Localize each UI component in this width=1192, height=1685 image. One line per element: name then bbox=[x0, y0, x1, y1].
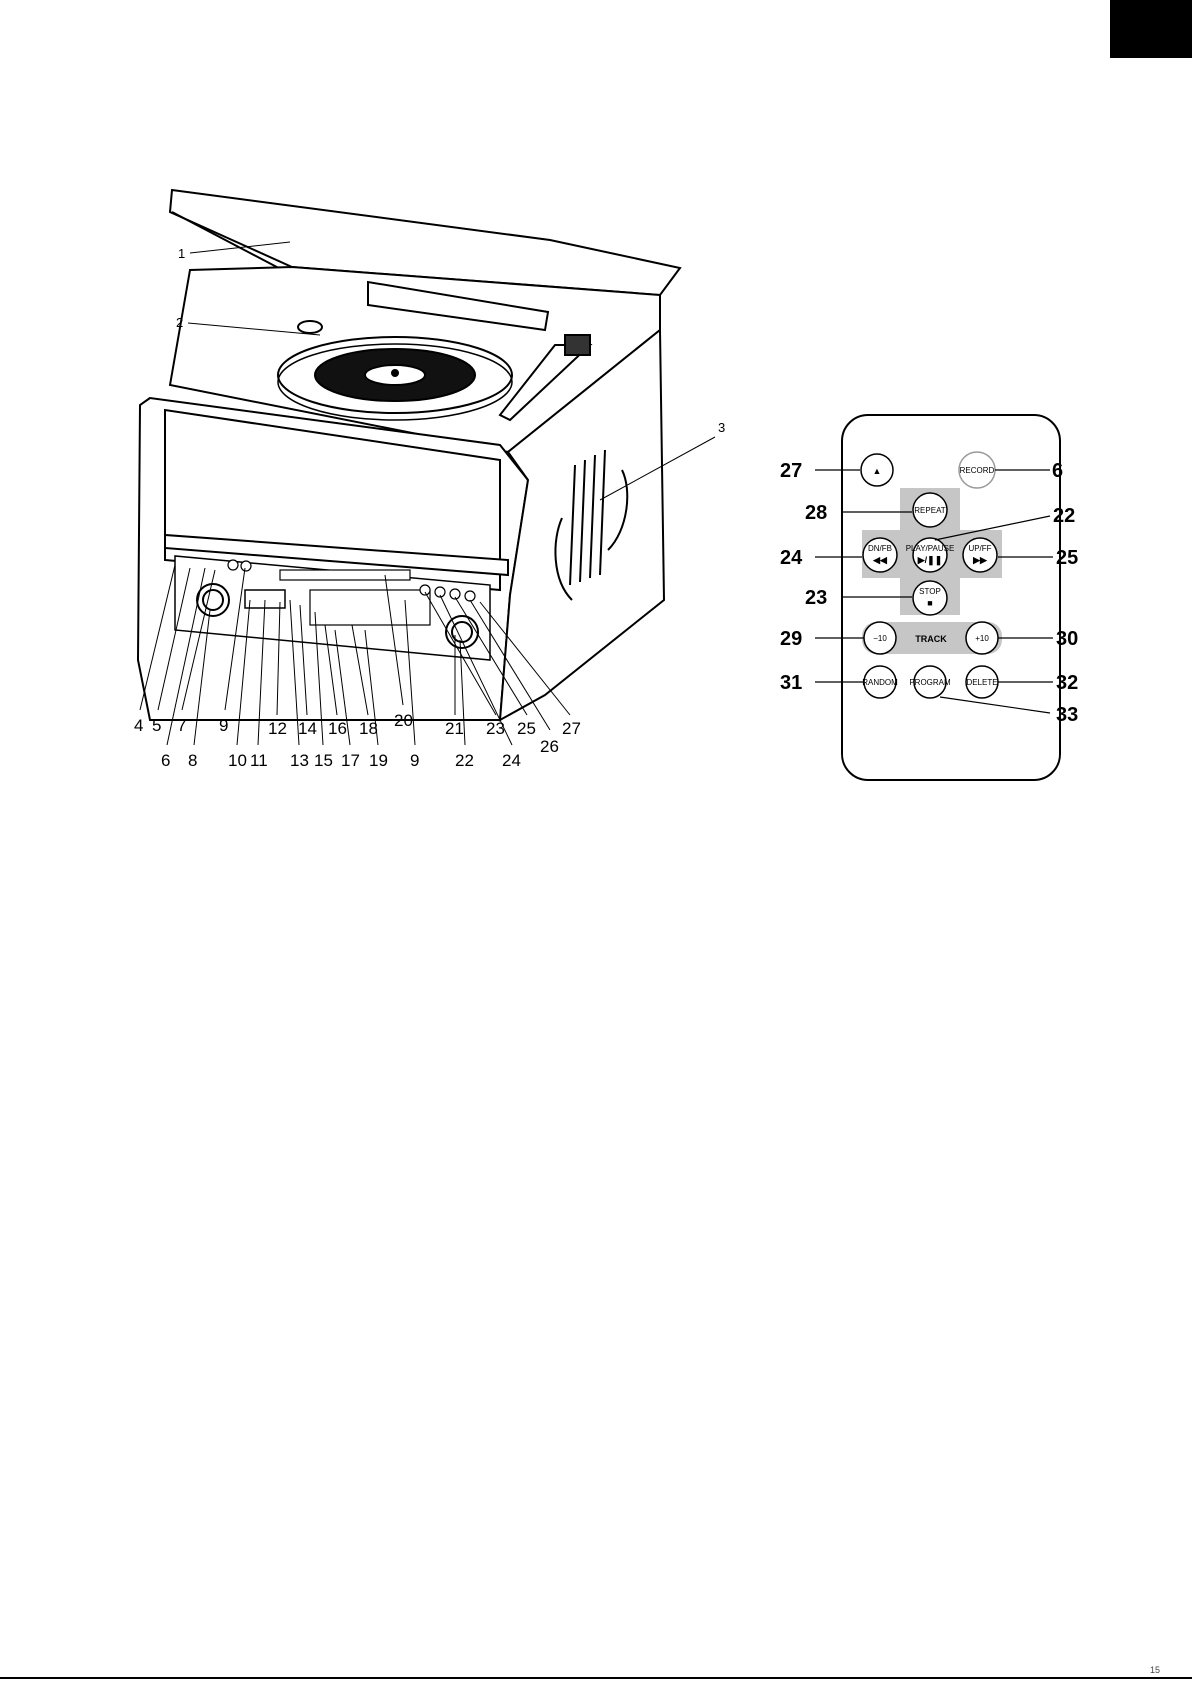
remote-callout-29: 29 bbox=[780, 628, 802, 650]
plus10-button[interactable]: +10 bbox=[966, 622, 998, 654]
callout-19: 19 bbox=[369, 751, 388, 770]
callout-2: 2 bbox=[176, 315, 183, 330]
callout-11: 11 bbox=[250, 751, 268, 770]
remote-callout-33: 33 bbox=[1056, 704, 1078, 726]
up-ff-button[interactable]: UP/FF ▶▶ bbox=[963, 538, 997, 572]
callout-16: 16 bbox=[328, 719, 347, 738]
dn-fb-button[interactable]: DN/FB ◀◀ bbox=[863, 538, 897, 572]
callout-18: 18 bbox=[359, 719, 378, 738]
callout-3: 3 bbox=[718, 420, 725, 435]
stop-icon: ■ bbox=[927, 598, 932, 608]
panel-button-b bbox=[241, 561, 251, 571]
remote-callout-27: 27 bbox=[780, 460, 802, 482]
callout-9-left: 9 bbox=[219, 716, 228, 735]
remote-callout-25: 25 bbox=[1056, 547, 1078, 569]
callout-1: 1 bbox=[178, 246, 185, 261]
record-button[interactable]: RECORD bbox=[959, 452, 995, 488]
svg-text:DELETE: DELETE bbox=[966, 678, 997, 687]
callout-23: 23 bbox=[486, 719, 505, 738]
svg-text:−10: −10 bbox=[873, 634, 887, 643]
tonearm-head bbox=[565, 335, 590, 355]
callout-12: 12 bbox=[268, 719, 287, 738]
callout-14: 14 bbox=[298, 719, 317, 738]
track-label: TRACK bbox=[915, 634, 947, 644]
stop-button[interactable]: STOP ■ bbox=[913, 581, 947, 615]
spindle bbox=[392, 370, 398, 376]
svg-text:DN/FB: DN/FB bbox=[868, 544, 892, 553]
callout-25: 25 bbox=[517, 719, 536, 738]
callout-26: 26 bbox=[540, 737, 559, 756]
panel-button-a bbox=[228, 560, 238, 570]
callout-10: 10 bbox=[228, 751, 247, 770]
repeat-button[interactable]: REPEAT bbox=[913, 493, 947, 527]
eject-button[interactable]: ▲ bbox=[861, 454, 893, 486]
svg-text:UP/FF: UP/FF bbox=[968, 544, 991, 553]
footer-rule bbox=[0, 1677, 1192, 1679]
platter-knob bbox=[298, 321, 322, 333]
svg-text:PROGRAM: PROGRAM bbox=[909, 678, 951, 687]
callout-22: 22 bbox=[455, 751, 474, 770]
play-pause-icon: ▶/❚❚ bbox=[917, 555, 943, 566]
callout-9-right: 9 bbox=[410, 751, 419, 770]
svg-text:STOP: STOP bbox=[919, 587, 941, 596]
callout-4: 4 bbox=[134, 716, 143, 735]
callout-8: 8 bbox=[188, 751, 197, 770]
remote-callout-28: 28 bbox=[805, 502, 827, 524]
tuner-dial bbox=[310, 590, 430, 625]
callout-15: 15 bbox=[314, 751, 333, 770]
panel-button-f bbox=[465, 591, 475, 601]
svg-text:RECORD: RECORD bbox=[960, 466, 995, 475]
svg-text:REPEAT: REPEAT bbox=[914, 506, 946, 515]
callout-20: 20 bbox=[394, 711, 413, 730]
remote-callout-30: 30 bbox=[1056, 628, 1078, 650]
svg-text:+10: +10 bbox=[975, 634, 989, 643]
callout-27: 27 bbox=[562, 719, 581, 738]
callout-17: 17 bbox=[341, 751, 360, 770]
fast-forward-icon: ▶▶ bbox=[972, 555, 988, 565]
callout-13: 13 bbox=[290, 751, 309, 770]
rewind-icon: ◀◀ bbox=[872, 555, 888, 565]
remote-callout-24: 24 bbox=[780, 547, 803, 569]
minus10-button[interactable]: −10 bbox=[864, 622, 896, 654]
panel-button-c bbox=[420, 585, 430, 595]
remote-callout-22: 22 bbox=[1053, 505, 1075, 527]
remote-callout-31: 31 bbox=[780, 672, 802, 694]
callout-6: 6 bbox=[161, 751, 170, 770]
cd-slot bbox=[280, 570, 410, 580]
remote-callout-32: 32 bbox=[1056, 672, 1078, 694]
callout-21: 21 bbox=[445, 719, 464, 738]
delete-button[interactable]: DELETE bbox=[966, 666, 998, 698]
remote-callout-6: 6 bbox=[1052, 460, 1063, 482]
remote-callout-23: 23 bbox=[805, 587, 827, 609]
callout-24: 24 bbox=[502, 751, 521, 770]
eject-icon: ▲ bbox=[873, 466, 882, 476]
svg-text:PLAY/PAUSE: PLAY/PAUSE bbox=[906, 544, 955, 553]
turntable-unit-drawing bbox=[138, 190, 680, 720]
svg-text:RANDOM: RANDOM bbox=[862, 678, 898, 687]
callout-7: 7 bbox=[177, 716, 186, 735]
callout-5: 5 bbox=[152, 716, 161, 735]
footer-page-mark: 15 bbox=[1150, 1665, 1160, 1675]
